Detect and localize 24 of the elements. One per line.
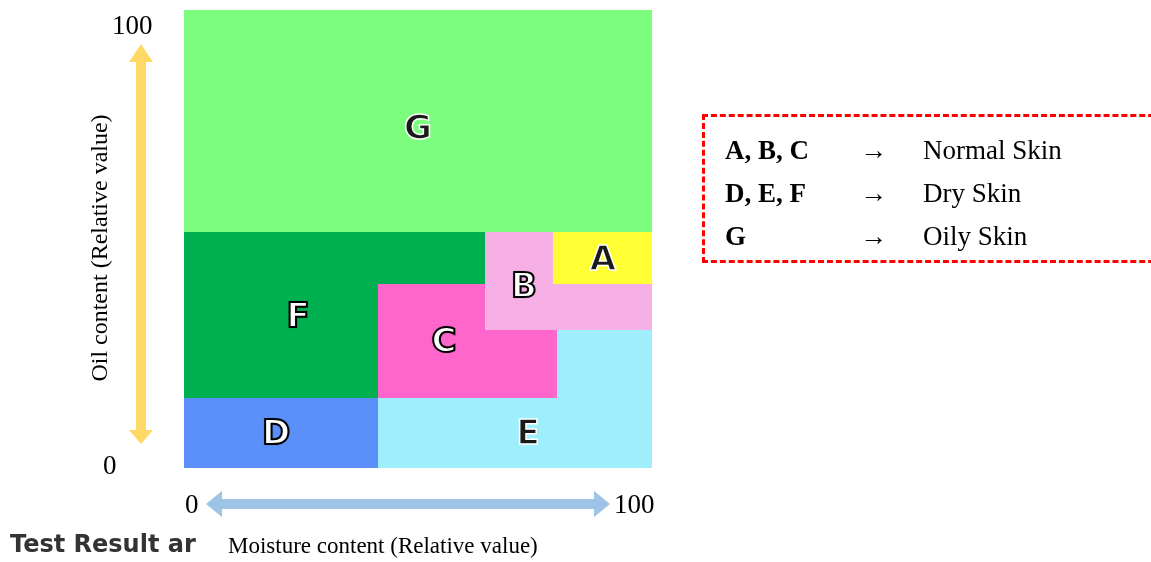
region-letter: D: [261, 415, 291, 449]
heading-text: Test Result ar: [10, 532, 196, 556]
skin-type-text: Oily Skin: [923, 223, 1028, 250]
skin-type-text: Dry Skin: [923, 180, 1022, 207]
region-letter: A: [589, 241, 617, 275]
legend-box: [702, 114, 1151, 263]
axis-tick-label: 100: [112, 12, 153, 39]
axis-tick-label: 0: [103, 452, 117, 479]
axis-title: Oil content (Relative value): [87, 114, 111, 382]
legend-arrow: →: [860, 137, 887, 164]
region-letter: F: [286, 298, 310, 332]
legend-key: G: [725, 223, 746, 250]
legend-key: A, B, C: [725, 137, 809, 164]
region-letter: B: [511, 268, 537, 302]
legend-arrow: →: [860, 180, 887, 207]
axis-tick-label: 100: [614, 491, 655, 518]
axis-title: Moisture content (Relative value): [228, 534, 538, 557]
region-letter: C: [431, 323, 457, 357]
legend-arrow: →: [860, 223, 887, 250]
legend-key: D, E, F: [725, 180, 806, 207]
axis-tick-label: 0: [185, 491, 199, 518]
skin-type-text: Normal Skin: [923, 137, 1062, 164]
region-letter: G: [404, 110, 432, 144]
region-letter: E: [516, 415, 540, 449]
